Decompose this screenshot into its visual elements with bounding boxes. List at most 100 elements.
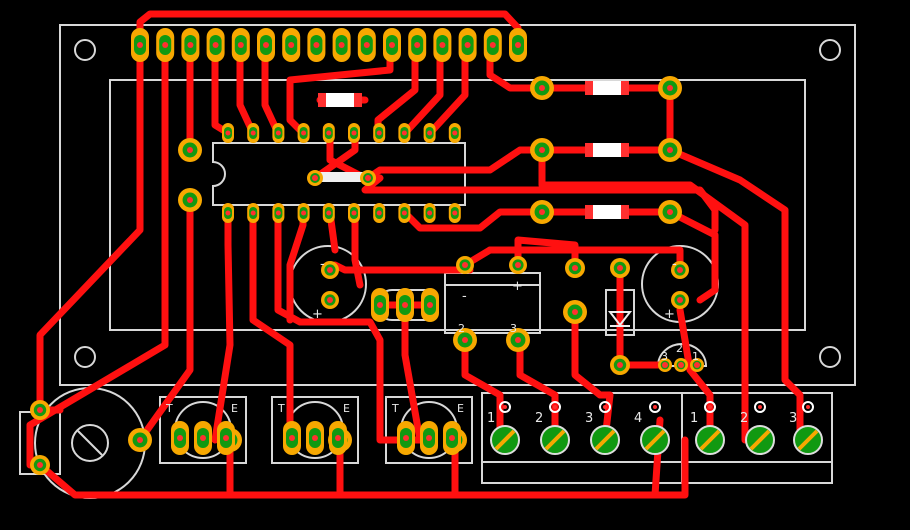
header-pin [156, 28, 175, 62]
regulator-outline [444, 272, 541, 334]
pad [30, 455, 50, 475]
led-pad [329, 421, 347, 455]
pad [178, 188, 202, 212]
trace [461, 336, 504, 444]
transistor-pin-2-label: 2 [676, 342, 683, 355]
trace [36, 416, 664, 499]
trace [274, 209, 434, 444]
ic-pin [247, 123, 260, 143]
led-pad [420, 421, 438, 455]
terminal-screw [490, 401, 520, 455]
crystal-pad [421, 288, 439, 322]
pad [456, 256, 474, 274]
led-pad [283, 421, 301, 455]
pad [563, 300, 587, 324]
led-pad [306, 421, 324, 455]
pad [690, 358, 704, 372]
ic-pin [448, 203, 461, 223]
led2-t-label: T [277, 402, 285, 415]
mounting-holes [74, 39, 841, 368]
regulator-plus-label: + [512, 279, 523, 294]
led1-t-label: T [165, 402, 173, 415]
regulator-pin-out-label: 3 [510, 322, 517, 335]
diode-symbol [607, 311, 633, 327]
ic-pin [272, 203, 285, 223]
ic-pin [373, 123, 386, 143]
ic-pin [423, 123, 436, 143]
header-pin [509, 28, 527, 62]
trace [676, 306, 714, 444]
led-pad [217, 421, 235, 455]
ic-pin [322, 123, 335, 143]
silk-labels: - + - + - + 2 3 3 2 1 T E T E T E 1 2 3 … [165, 257, 797, 426]
terminal-screw [793, 401, 823, 455]
terminal-screw [695, 401, 725, 455]
trace [249, 209, 294, 444]
header-pin [307, 28, 326, 62]
pad [509, 256, 527, 274]
terminal-b-pin-2-label: 2 [740, 411, 748, 426]
trace [426, 41, 469, 137]
pad [674, 358, 688, 372]
trace [136, 196, 194, 444]
terminal-a-pin-2-label: 2 [535, 411, 543, 426]
header-pin [408, 28, 427, 62]
header-pin [332, 28, 351, 62]
pad [128, 428, 152, 452]
pad [658, 138, 682, 162]
pad [453, 328, 477, 352]
ic-pin [423, 203, 436, 223]
header-pin [181, 28, 200, 62]
pad [321, 261, 339, 279]
lcd-inner-outline [109, 79, 806, 331]
led-pad [443, 421, 461, 455]
led-pad [171, 421, 189, 455]
pad [610, 258, 630, 278]
regulator-minus-label: - [462, 289, 467, 304]
lcd-outer-outline [59, 24, 856, 386]
led3-e-label: E [457, 402, 464, 415]
pad [321, 291, 339, 309]
pad [610, 355, 630, 375]
terminal-screw [745, 401, 775, 455]
resistor-r4 [585, 205, 629, 219]
regulator-pin-in-label: 2 [458, 322, 465, 335]
led-module-1-outline [159, 396, 247, 464]
terminal-b-pin-3-label: 3 [789, 411, 797, 426]
mounting-hole [819, 39, 841, 61]
resistor-r3 [585, 143, 629, 157]
mounting-hole [74, 39, 96, 61]
link-jumper [315, 172, 370, 182]
terminal-screw [640, 401, 670, 455]
trace [651, 436, 689, 499]
header-pin [206, 28, 225, 62]
transistor-pin-3-label: 3 [661, 350, 668, 363]
crystal-pad [396, 288, 414, 322]
pad [178, 138, 202, 162]
pad [530, 76, 554, 100]
terminal-a-pin-4-label: 4 [634, 411, 642, 426]
pad [307, 170, 323, 186]
terminal-screw [540, 401, 570, 455]
header-pin [433, 28, 452, 62]
led3-t-label: T [391, 402, 399, 415]
led-pad [397, 421, 415, 455]
led-pad [194, 421, 212, 455]
trace [514, 236, 579, 272]
trace [351, 209, 364, 289]
header-pin [282, 28, 301, 62]
trace [361, 174, 719, 234]
ic-pin [448, 123, 461, 143]
terminal-block-b-outline [681, 392, 833, 484]
ic-pin [398, 203, 411, 223]
mounting-hole [74, 346, 96, 368]
trace [516, 336, 559, 444]
header-pin [458, 28, 477, 62]
trace [261, 41, 282, 137]
pad [360, 170, 376, 186]
ic-pin [222, 123, 234, 143]
cap-left-minus-label: - [320, 257, 325, 272]
led-module-2-outline [271, 396, 359, 464]
terminal-a-pin-3-label: 3 [585, 411, 593, 426]
pad [671, 291, 689, 309]
